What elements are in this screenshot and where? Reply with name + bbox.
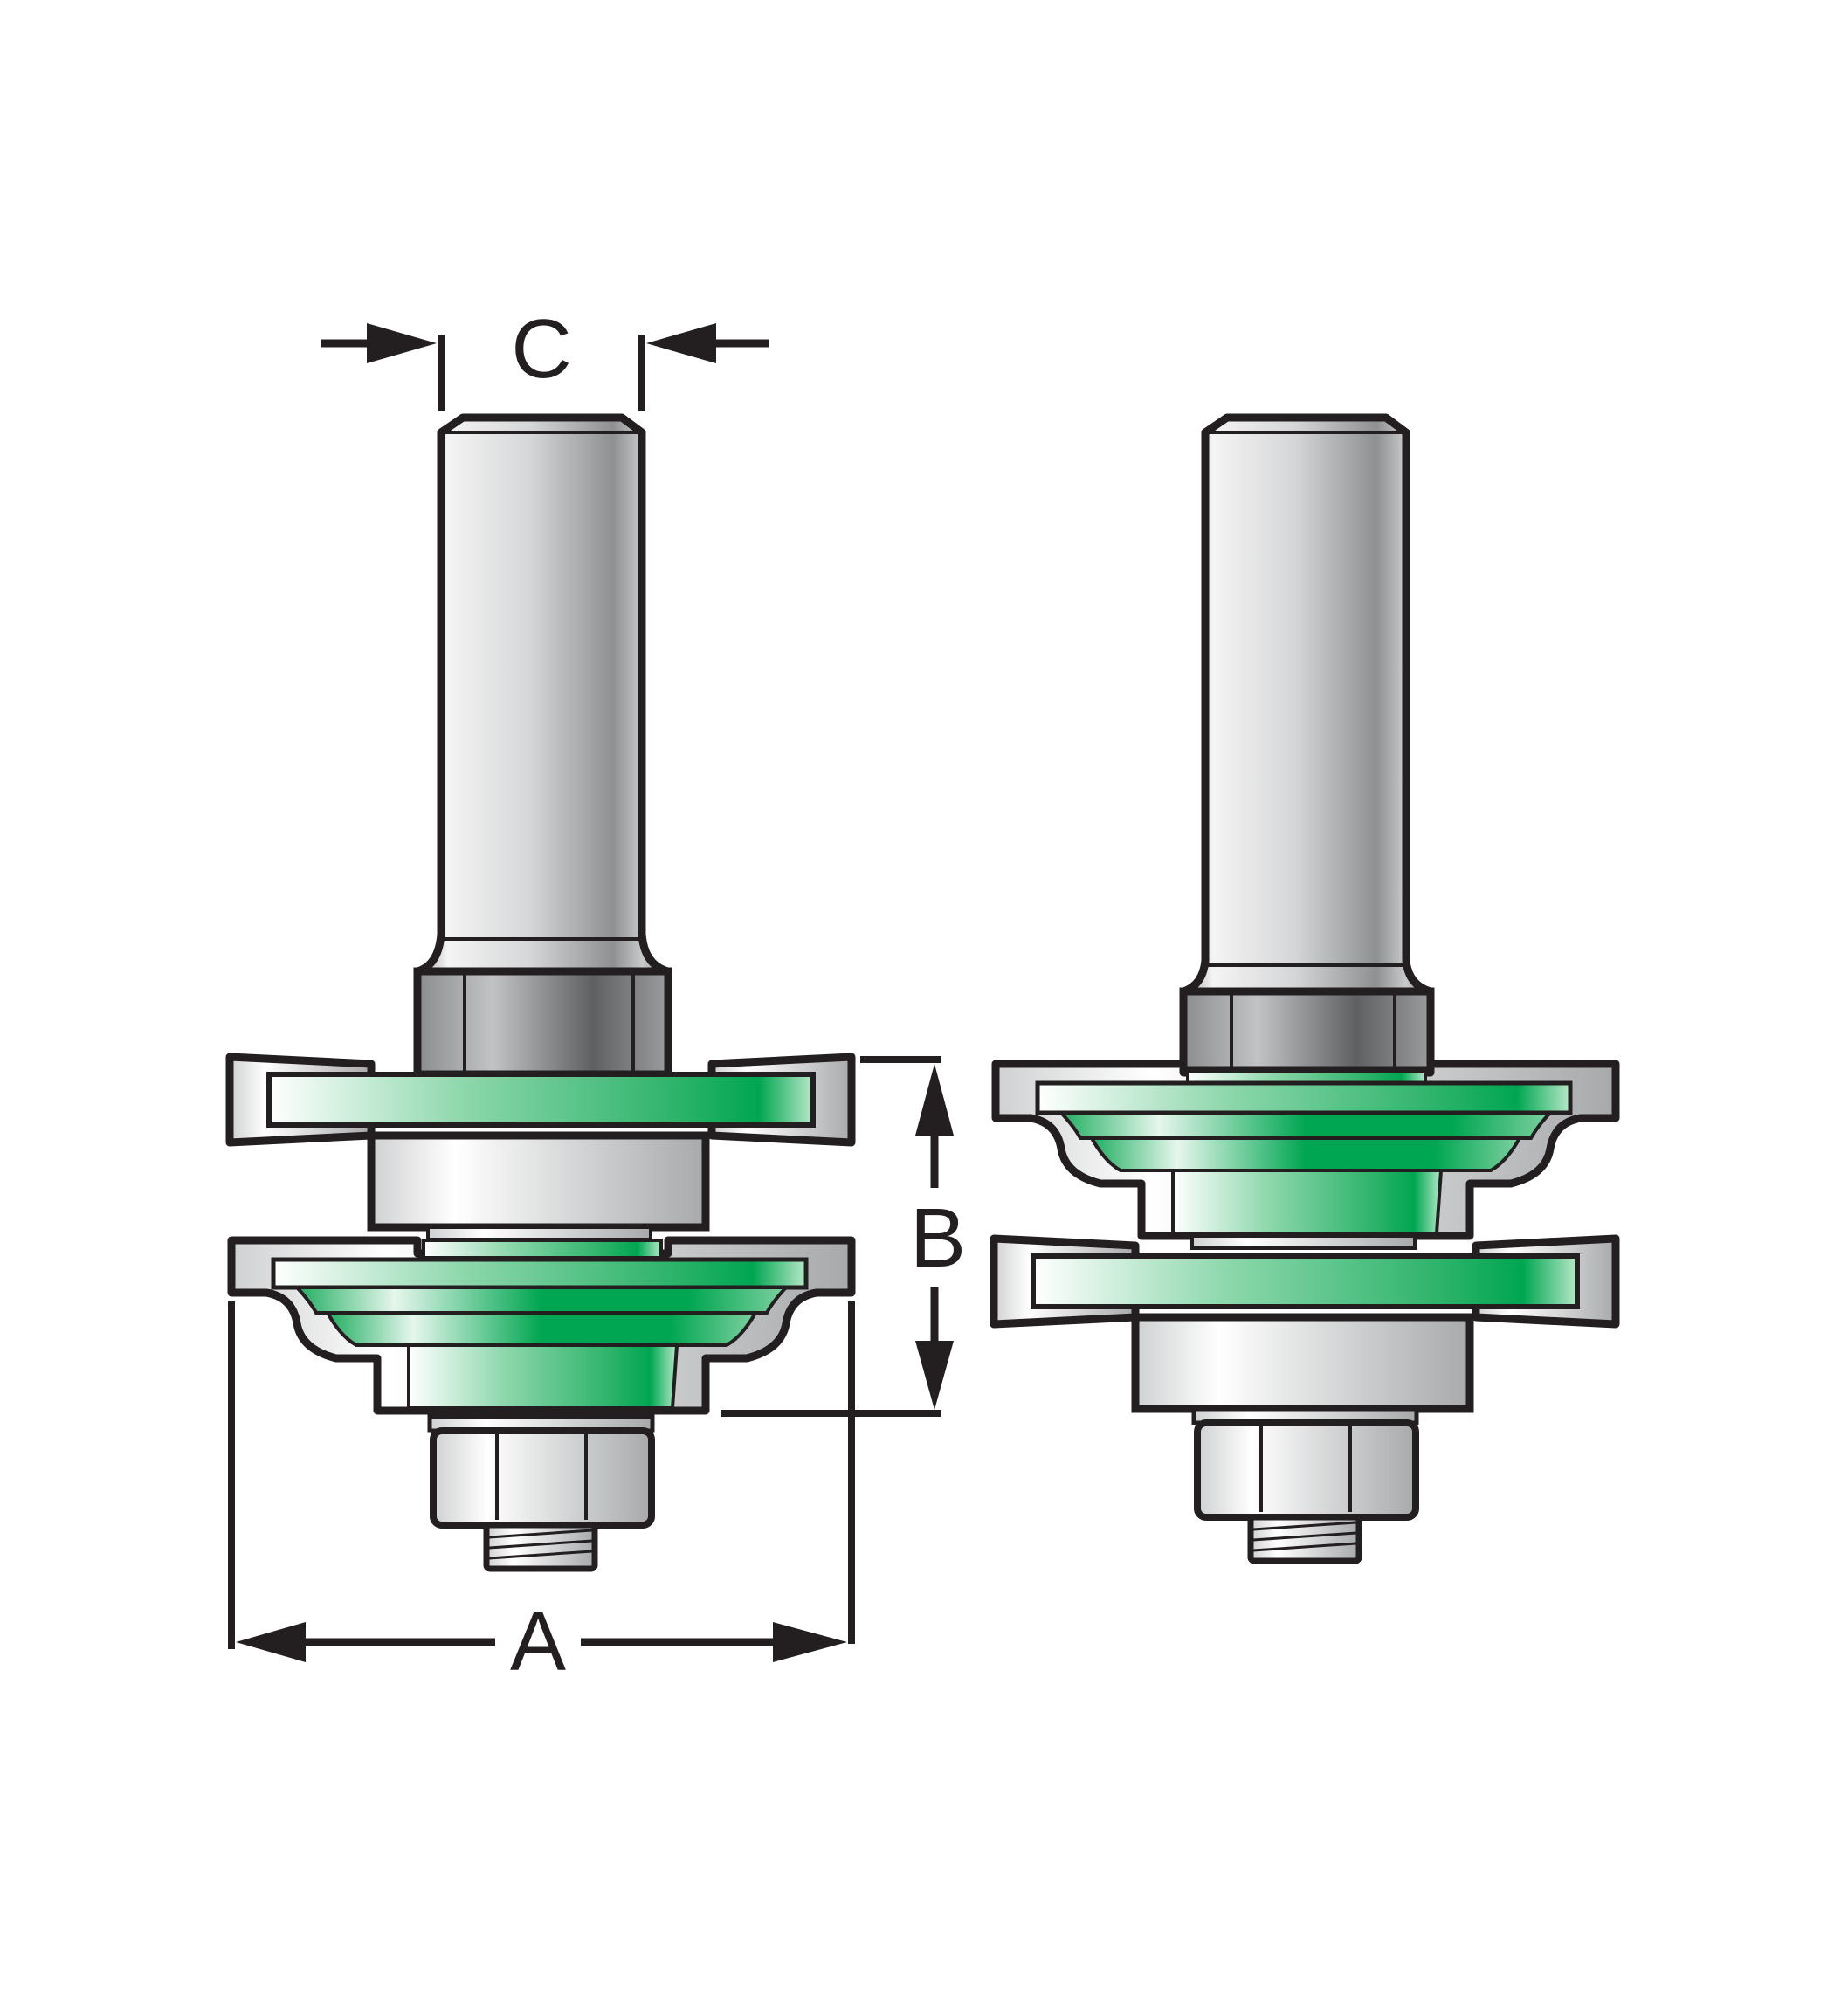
left-hex-nut (430, 1427, 655, 1529)
right-upper-cutter (991, 1060, 1620, 1240)
left-upper-cutter (225, 1053, 856, 1147)
dimension-b: B (721, 1056, 966, 1417)
right-lower-cutter (990, 1234, 1620, 1329)
dimension-a-label: A (510, 1595, 566, 1688)
right-threaded-stud (1247, 1514, 1362, 1564)
dimension-c: C (321, 302, 769, 411)
dimension-c-label: C (511, 302, 571, 396)
left-threaded-stud (483, 1522, 598, 1572)
left-hex-body (413, 967, 672, 1079)
dimension-b-label: B (910, 1191, 966, 1285)
right-shank (1179, 413, 1435, 996)
left-spacer-collar (367, 1131, 710, 1232)
right-hex-nut (1194, 1419, 1419, 1521)
right-bearing-collar (1131, 1313, 1474, 1413)
right-hex-body (1179, 987, 1435, 1074)
right-router-bit (990, 413, 1620, 1564)
left-shank (413, 413, 672, 976)
left-router-bit (225, 413, 856, 1572)
dimension-a: A (228, 1301, 855, 1688)
left-lower-cutter (227, 1236, 856, 1415)
